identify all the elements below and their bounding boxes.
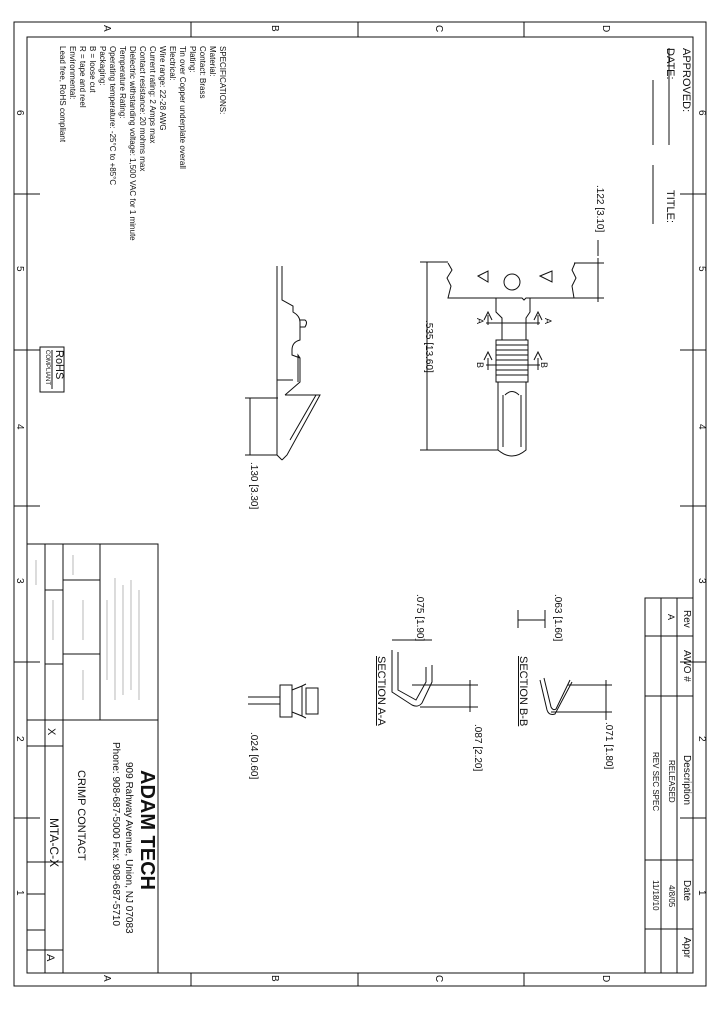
inner-frame: [26, 36, 694, 974]
rohs-logo-box: [39, 346, 65, 393]
zone-letter: D: [600, 975, 611, 983]
title-block-faint-text: [35, 555, 140, 700]
zone-letter: A: [101, 975, 112, 982]
rev-value: A: [666, 614, 676, 621]
date-value: 11/18/10: [651, 880, 660, 911]
zone-number: 4: [696, 424, 707, 430]
spec-line: Current rating: 2 Amps max: [148, 46, 157, 144]
revision-table-lines: [644, 597, 694, 974]
dimension-lines-top: [420, 240, 604, 451]
spec-line: Electrical:: [168, 46, 177, 81]
dimension-063: .063 [1.60]: [552, 594, 563, 642]
zone-letter: B: [269, 975, 280, 982]
section-marker-a: A: [543, 318, 553, 325]
end-view: [248, 683, 319, 719]
dimension-122: .122 [3.10]: [594, 185, 605, 233]
title-label: TITLE:: [664, 190, 676, 224]
contact-side-view: [245, 266, 321, 461]
zone-letter: A: [101, 25, 112, 32]
zone-number: 3: [14, 578, 25, 584]
zone-number: 1: [14, 890, 25, 896]
description-value: REV SEC SPEC: [651, 752, 660, 812]
spec-line: Environmental:: [68, 46, 77, 100]
dimension-087: .087 [2.20]: [472, 724, 483, 772]
spec-line: SPECIFICATIONS:: [218, 46, 227, 115]
rohs-logo: RoHS: [53, 350, 65, 380]
spec-line: Material:: [208, 46, 217, 77]
appr-header: Appr: [681, 937, 692, 959]
zone-number: 4: [14, 424, 25, 430]
part-number: MTA-C-X: [47, 818, 61, 868]
spec-line: Packaging:: [98, 46, 107, 86]
company-address: 909 Rahway Avenue, Union, NJ 07083: [123, 762, 134, 934]
description-header: Description: [681, 755, 692, 806]
specifications-block: SPECIFICATIONS: Material: Contact: Brass…: [57, 46, 227, 241]
contact-top-view: [446, 262, 577, 457]
zone-letter: D: [600, 25, 611, 33]
company-phone: Phone: 908-687-5000 Fax: 908-687-5710: [110, 742, 121, 927]
zone-letter: B: [269, 25, 280, 32]
date-value: 4/8/05: [667, 885, 676, 908]
part-description: CRIMP CONTACT: [75, 770, 87, 861]
spec-line: Lead free, RoHS compliant: [58, 46, 67, 143]
date-header: Date: [681, 880, 692, 902]
zone-number: 6: [696, 110, 707, 116]
spec-line: Wire range: 22-28 AWG: [158, 46, 167, 131]
zone-number: 5: [696, 266, 707, 272]
zone-number: 1: [696, 890, 707, 896]
outer-frame: [13, 21, 707, 987]
approved-label: APPROVED:: [680, 48, 692, 113]
zone-number: 2: [696, 736, 707, 742]
dimension-075: .075 [1.90]: [414, 594, 425, 642]
section-marker-a: A: [475, 318, 485, 325]
section-a-a-label: SECTION A-A: [375, 656, 387, 726]
spec-line: R = tape and reel: [78, 46, 87, 108]
dimension-535: .535 [13.60]: [423, 320, 434, 373]
zone-number: 6: [14, 110, 25, 116]
scale-mark: X: [45, 728, 57, 736]
spec-line: Dielectric withstanding voltage: 1,500 V…: [128, 46, 137, 241]
spec-line: Contact resistance: 20 mohms max: [138, 46, 147, 172]
spec-line: B = loose cut: [88, 46, 97, 93]
spec-line: Operating temperature: -25°C to +85°C: [108, 46, 117, 186]
dimension-130: .130 [3.30]: [248, 462, 259, 510]
description-value: RELEASED: [667, 760, 676, 803]
rohs-compliant-text: COMPLIANT: [44, 350, 50, 386]
spec-line: Temperature Rating:: [118, 46, 127, 119]
date-label: DATE:: [664, 48, 676, 80]
section-marker-b: B: [539, 362, 549, 369]
zone-letter: C: [433, 25, 444, 33]
section-arrows: [483, 310, 543, 370]
title-block-lines: [26, 543, 159, 974]
spec-line: Contact: Brass: [198, 46, 207, 99]
zone-letter: C: [433, 975, 444, 983]
sheet-size: A: [44, 954, 56, 962]
section-a-a-view: [391, 639, 478, 712]
zone-number: 2: [14, 736, 25, 742]
dimension-024: .024 [0.60]: [248, 732, 259, 780]
spec-line: Plating:: [188, 46, 197, 73]
awo-header: AWO #: [681, 650, 692, 682]
spec-line: Tin over Copper underplate overall: [178, 46, 187, 169]
zone-number: 3: [696, 578, 707, 584]
dimension-071: .071 [1.80]: [603, 722, 614, 770]
zone-number: 5: [14, 266, 25, 272]
company-name: ADAM TECH: [136, 770, 158, 890]
rev-header: Rev: [681, 610, 692, 628]
section-b-b-label: SECTION B-B: [517, 656, 529, 727]
section-b-b-view: [517, 610, 612, 720]
section-marker-b: B: [475, 362, 485, 369]
